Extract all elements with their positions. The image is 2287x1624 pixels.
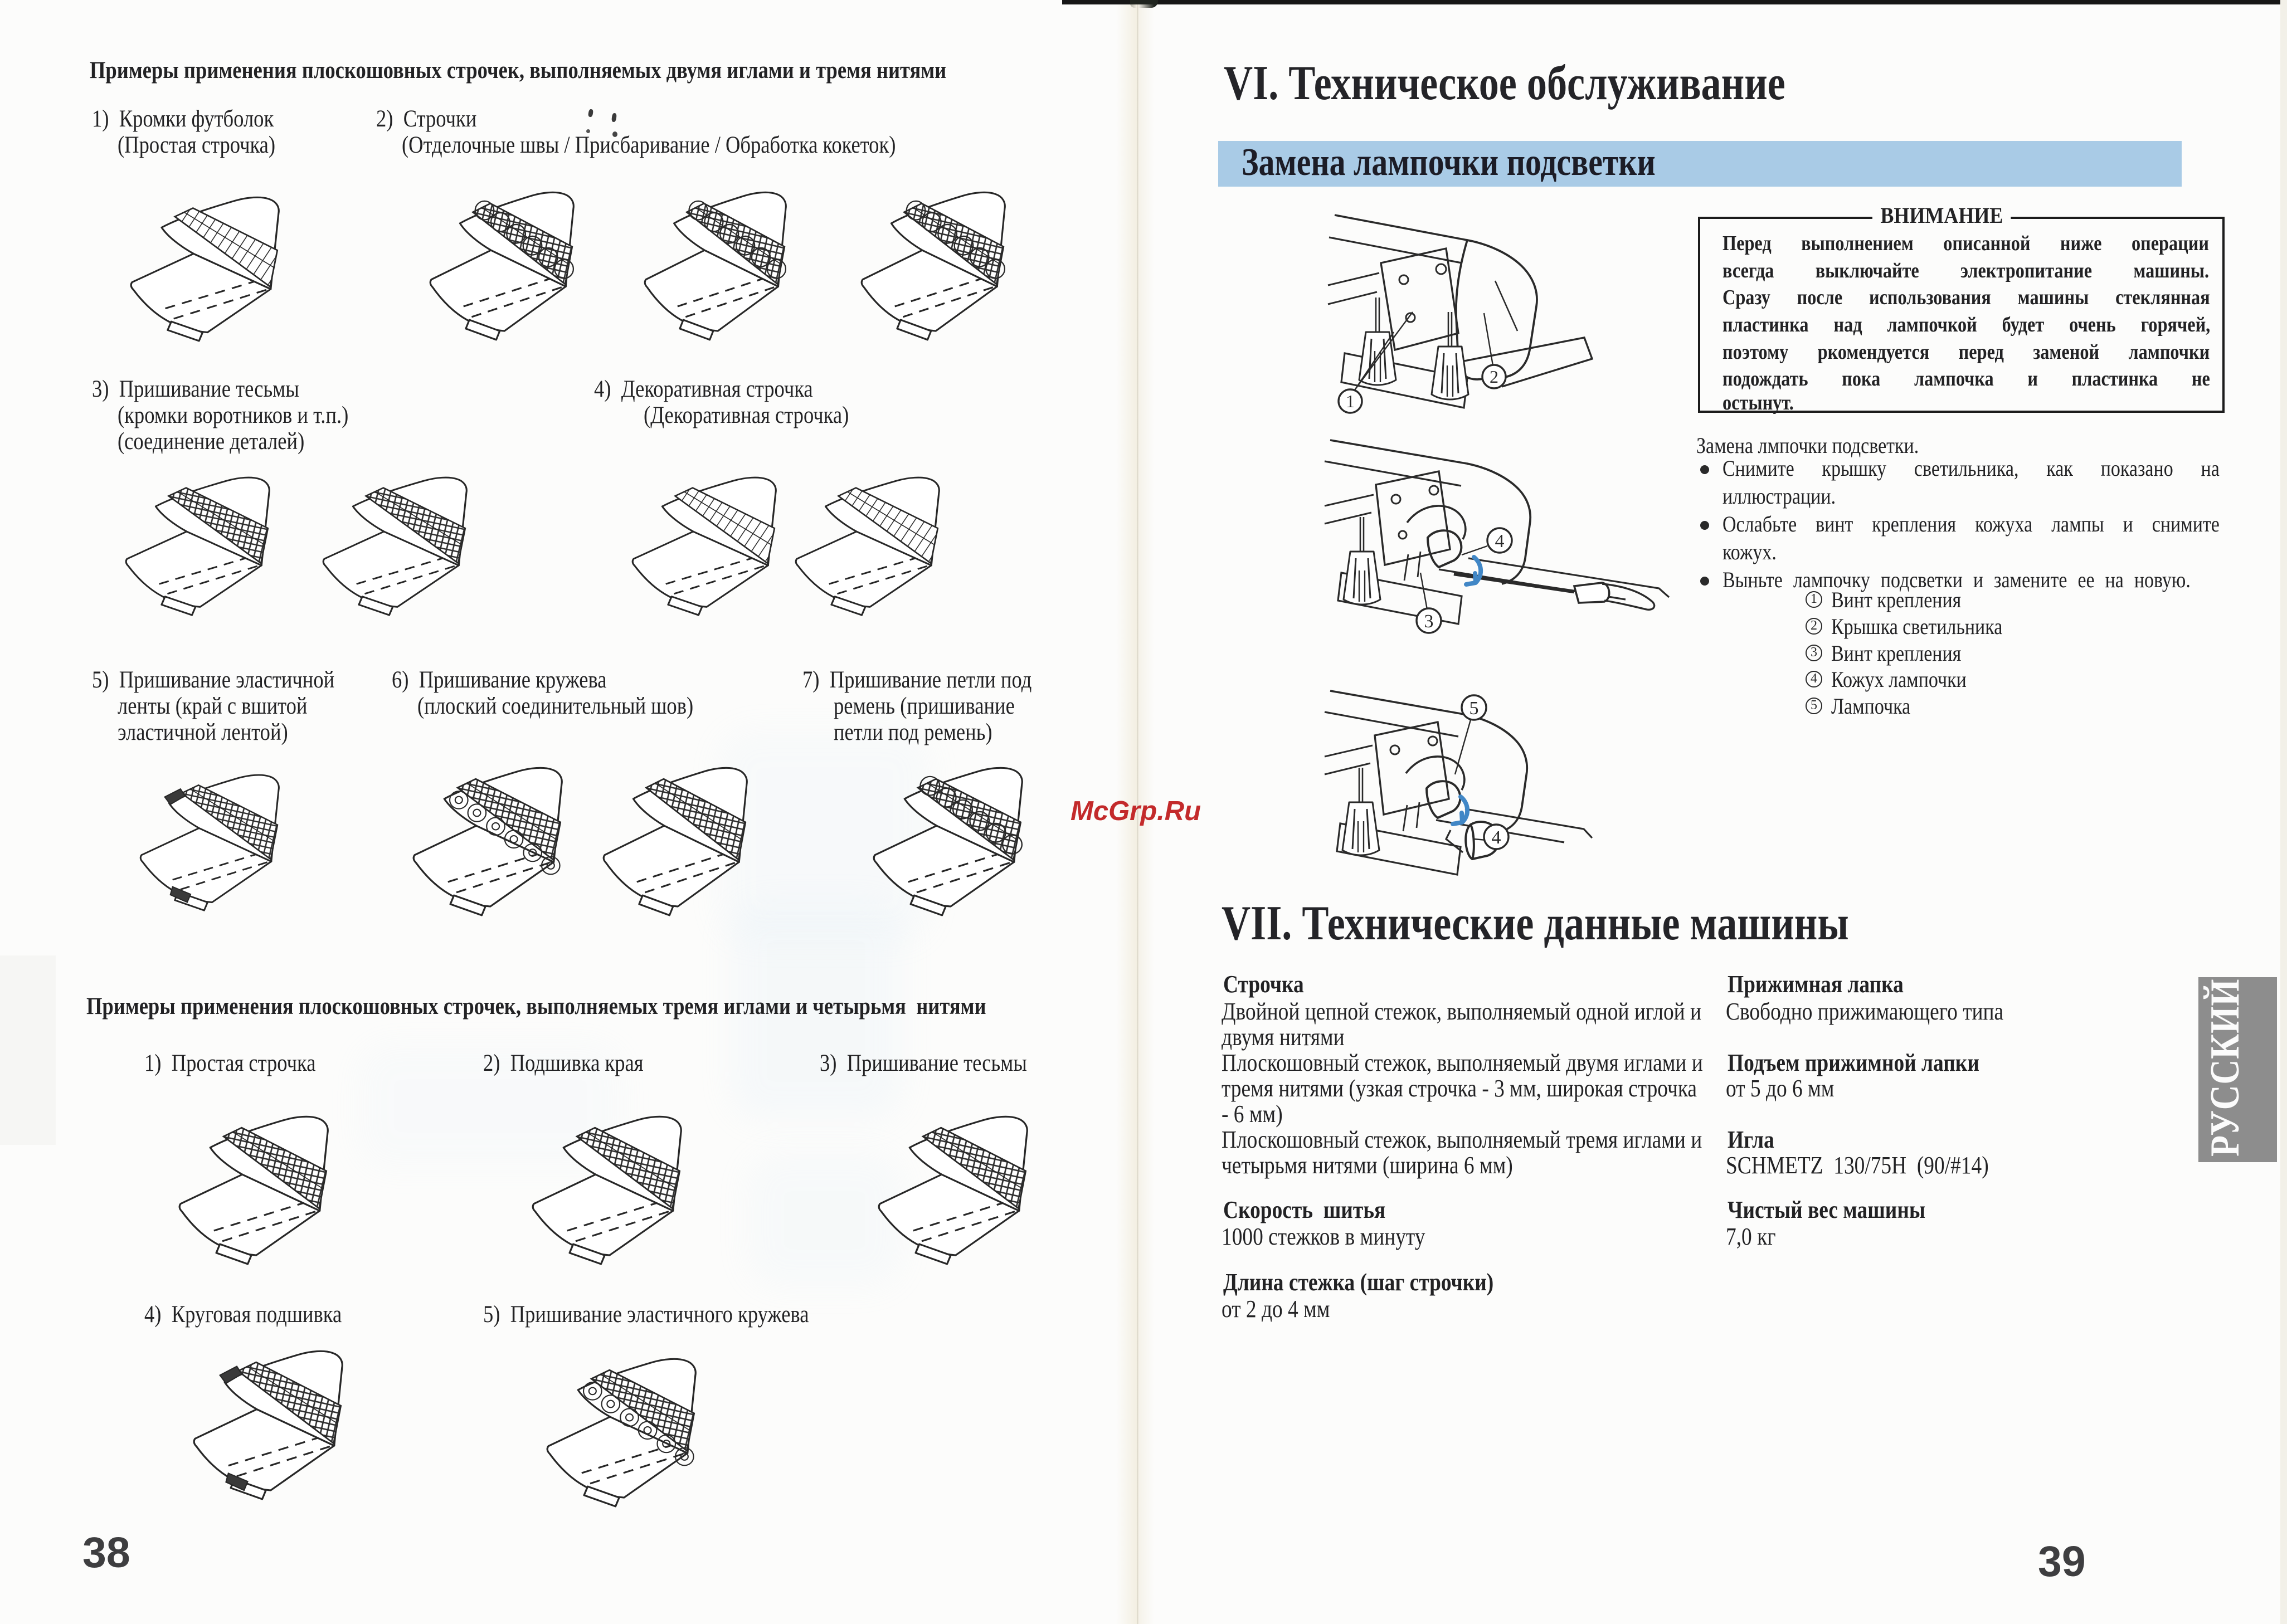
svg-text:3: 3: [1424, 611, 1434, 632]
svg-text:2: 2: [1490, 367, 1498, 387]
svg-text:4: 4: [1492, 827, 1501, 848]
svg-text:4: 4: [1495, 531, 1505, 552]
svg-text:1: 1: [1346, 391, 1355, 411]
svg-text:5: 5: [1469, 698, 1479, 719]
